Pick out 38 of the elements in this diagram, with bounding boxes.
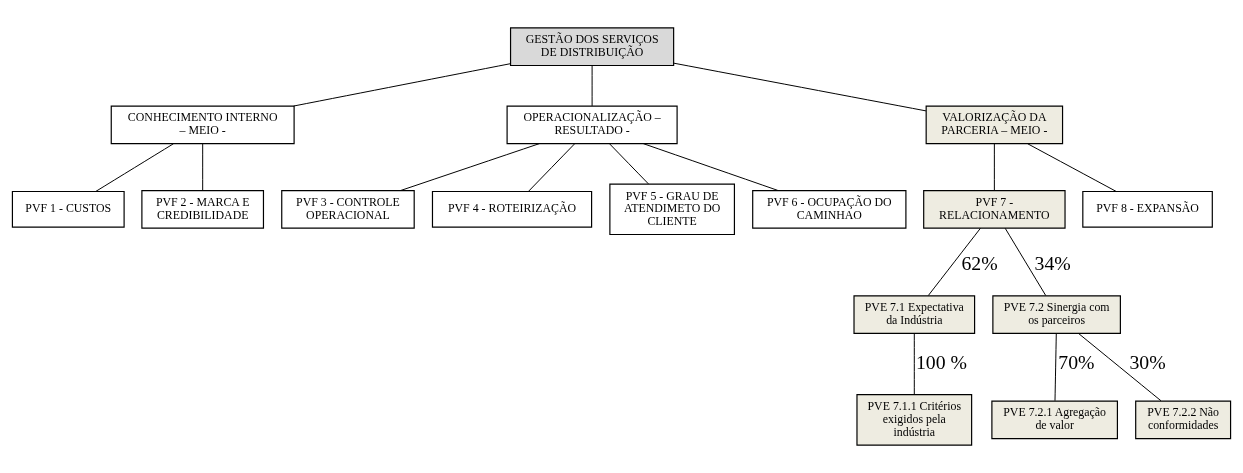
node-box: PVE 7.2.2 Não conformidades [1135,400,1232,440]
connector [528,143,576,192]
node-box: PVE 7.2.1 Agregação de valor [991,400,1118,440]
node-box: PVF 8 - EXPANSÃO [1082,190,1213,228]
connector [673,62,927,112]
connector [927,227,981,296]
node-box: GESTÃO DOS SERVIÇOS DE DISTRIBUIÇÃO [509,27,675,67]
connector [1054,333,1057,402]
edge-label: 30% [1129,350,1166,373]
node-box: PVF 4 - ROTEIRIZAÇÃO [431,190,593,228]
edge-label: 62% [961,252,998,275]
node-box: PVF 5 - GRAU DE ATENDIMETO DO CLIENTE [609,183,735,236]
connector [95,143,174,192]
edge-label: 100 % [915,350,967,373]
connector [293,63,511,107]
node-box: CONHECIMENTO INTERNO – MEIO - [110,105,295,145]
connector [913,333,915,395]
node-box: PVF 1 - CUSTOS [11,190,125,228]
connector [993,143,995,191]
node-box: PVF 7 - RELACIONAMENTO [923,189,1066,229]
connector [1027,143,1117,192]
connector [642,143,779,191]
edge-label: 34% [1034,252,1071,275]
connector [1078,333,1162,402]
edge-label: 70% [1058,350,1095,373]
node-box: VALORIZAÇÃO DA PARCERIA – MEIO - [925,105,1064,145]
node-box: PVF 3 - CONTROLE OPERACIONAL [281,189,415,229]
node-box: PVF 6 - OCUPAÇÃO DO CAMINHAO [752,189,907,229]
node-box: PVF 2 - MARCA E CREDIBILIDADE [141,189,265,229]
node-box: OPERACIONALIZAÇÃO – RESULTADO - [506,105,678,145]
connector [1004,227,1047,296]
node-box: PVE 7.1.1 Critérios exigidos pela indústria [856,394,973,446]
connector [591,65,593,107]
node-box: PVE 7.1 Expectativa da Indústria [853,295,976,334]
connector [400,143,540,191]
connector [202,143,204,191]
node-box: PVE 7.2 Sinergia com os parceiros [992,295,1121,334]
connector [608,143,649,185]
